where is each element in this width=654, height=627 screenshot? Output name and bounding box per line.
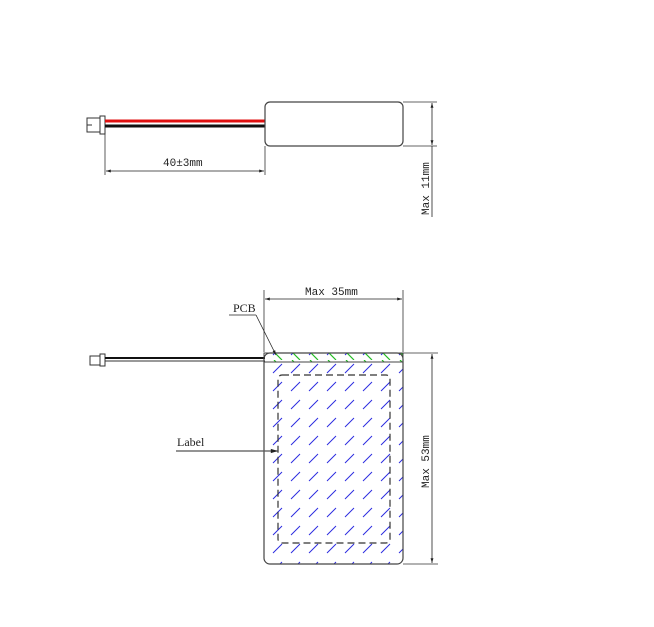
thickness-dimension: Max 11mm xyxy=(421,162,433,215)
lead-length-dimension: 40±3mm xyxy=(163,158,203,170)
front-view: Max 35mm Max 53mm PCB Label xyxy=(89,287,438,565)
label-callout-label: Label xyxy=(177,435,205,449)
pcb-callout-label: PCB xyxy=(233,301,256,315)
height-dimension: Max 53mm xyxy=(421,435,433,488)
pcb-strip xyxy=(263,352,404,363)
label-area xyxy=(277,374,391,544)
side-view: 40±3mm Max 11mm xyxy=(86,101,437,217)
front-connector xyxy=(89,353,106,367)
side-connector xyxy=(86,115,106,135)
side-cell-body xyxy=(264,101,404,147)
width-dimension: Max 35mm xyxy=(305,287,358,299)
cell-body xyxy=(263,352,404,565)
